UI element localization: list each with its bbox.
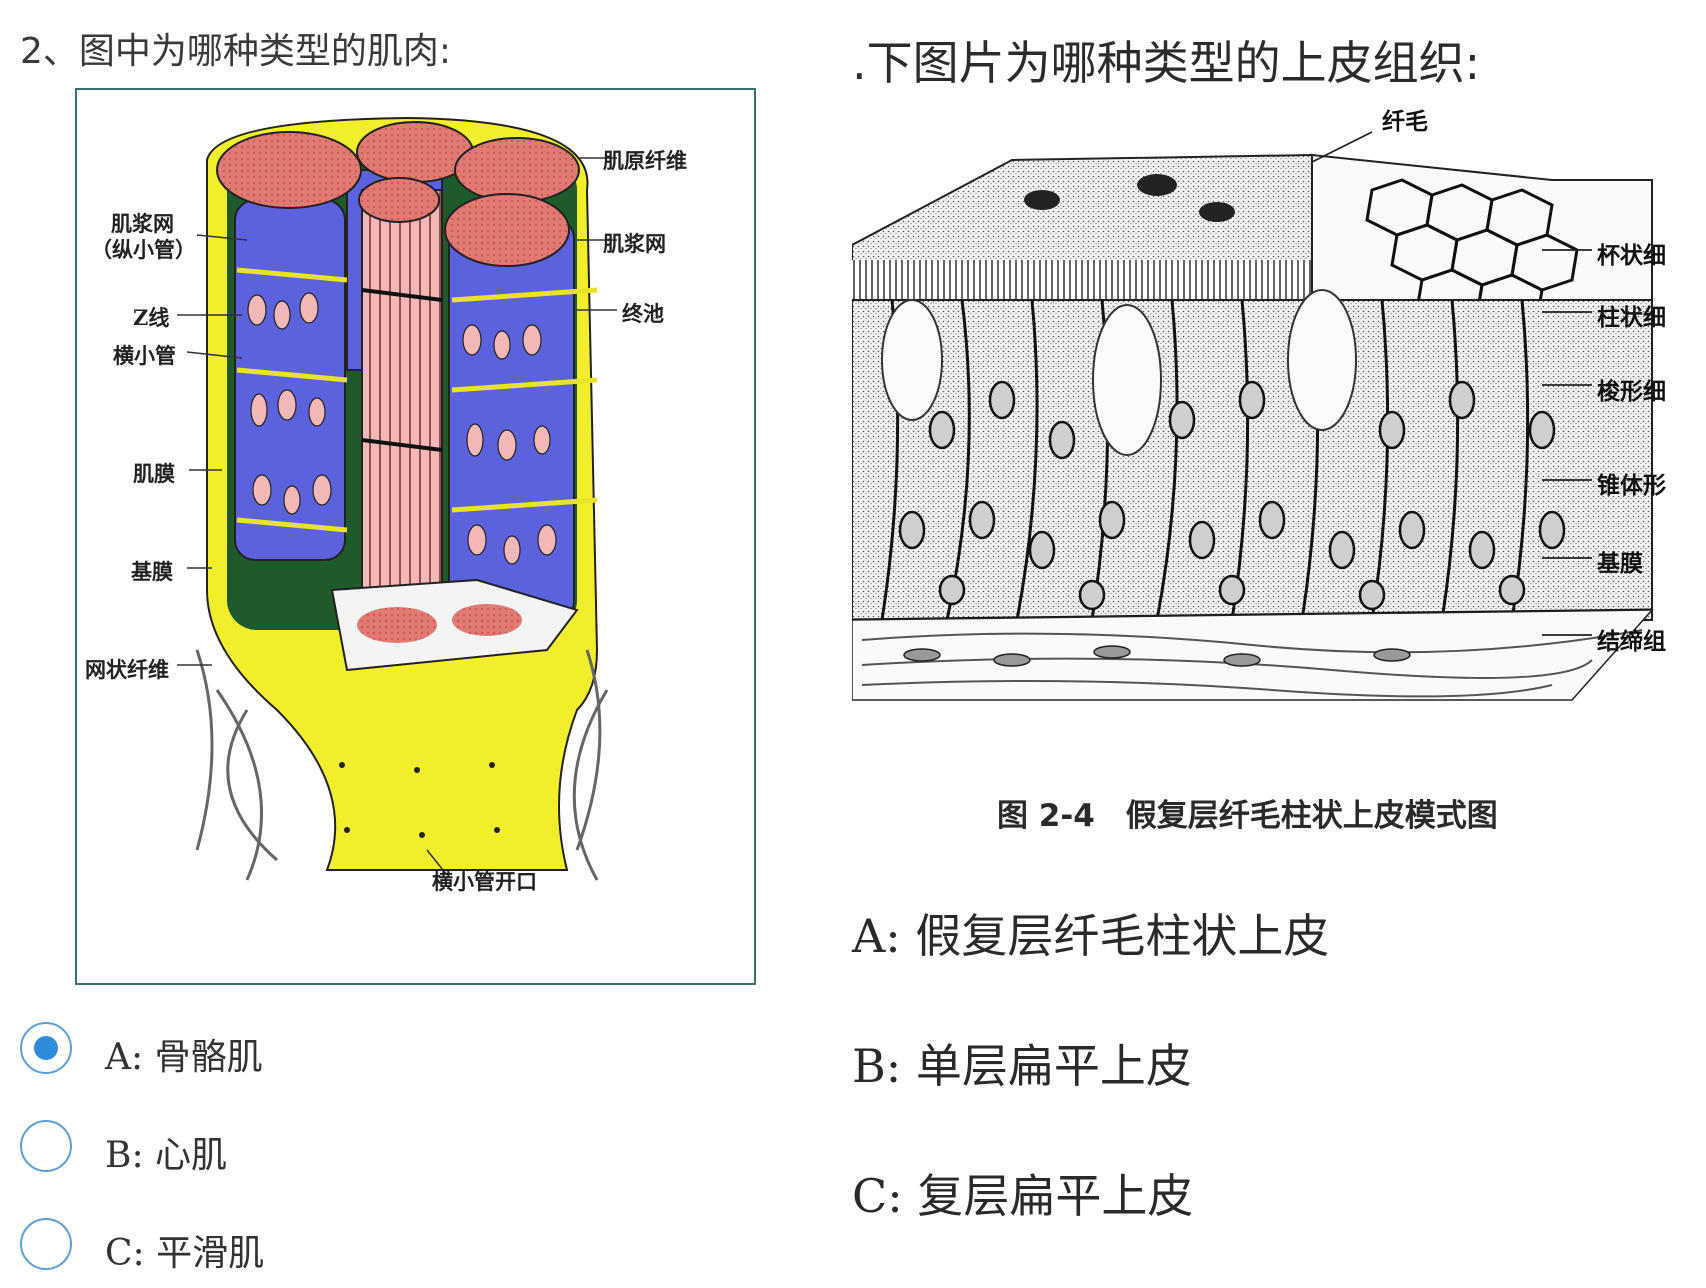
label-sarcoplasmic-reticulum: 肌浆网 (111, 211, 174, 236)
question-2-panel: 2、图中为哪种类型的肌肉: (0, 0, 852, 1280)
label-basement-membrane: 基膜 (1597, 550, 1643, 577)
pseudostratified-epithelium-diagram: 纤毛 杯状细 柱状细 梭形细 锥体形 基膜 结缔组 图 2-4 假复层纤毛柱状上… (851, 100, 1706, 840)
option-b-simple-squamous[interactable]: B: 单层扁平上皮 (852, 1030, 1412, 1100)
epithelium-question-panel: .下图片为哪种类型的上皮组织: (851, 0, 1706, 1280)
option-c-label: C: 复层扁平上皮 (852, 1169, 1194, 1223)
option-c-label: C: 平滑肌 (105, 1233, 265, 1274)
option-b-label: B: 心肌 (105, 1135, 228, 1176)
option-b-label: B: 单层扁平上皮 (852, 1039, 1192, 1093)
label-myofibril: 肌原纤维 (603, 148, 687, 173)
label-sarcoplasmic-reticulum-right: 肌浆网 (603, 231, 666, 256)
epithelium-question-title: .下图片为哪种类型的上皮组织: (852, 36, 1481, 90)
option-c-stratified-squamous[interactable]: C: 复层扁平上皮 (852, 1160, 1412, 1230)
label-terminal-cisterna: 终池 (622, 301, 664, 326)
radio-a-selected-icon[interactable] (20, 1022, 72, 1074)
label-z-line: Z线 (133, 305, 170, 330)
option-a-label: A: 骨骼肌 (105, 1037, 263, 1078)
label-connective-tissue: 结缔组 (1597, 628, 1666, 655)
label-longitudinal-tubule: （纵小管） (91, 237, 196, 262)
option-c-smooth-muscle[interactable]: C: 平滑肌 (20, 1218, 340, 1288)
skeletal-muscle-diagram: 肌原纤维 肌浆网 （纵小管） 肌浆网 终池 Z线 横小管 肌膜 基膜 网状纤维 … (75, 88, 756, 985)
option-b-cardiac-muscle[interactable]: B: 心肌 (20, 1120, 340, 1190)
label-goblet-cell: 杯状细 (1597, 242, 1666, 269)
label-columnar-cell: 柱状细 (1597, 304, 1666, 331)
label-t-tubule-opening: 横小管开口 (432, 869, 537, 894)
label-cilia: 纤毛 (1382, 108, 1428, 135)
radio-c-icon[interactable] (20, 1218, 72, 1270)
radio-b-icon[interactable] (20, 1120, 72, 1172)
option-a-pseudostratified[interactable]: A: 假复层纤毛柱状上皮 (852, 900, 1412, 970)
label-reticular-fiber: 网状纤维 (85, 657, 169, 682)
label-fusiform-cell: 梭形细 (1597, 378, 1666, 405)
label-sarcolemma: 肌膜 (133, 461, 175, 486)
muscle-diagram-graphic (177, 116, 617, 881)
epithelium-diagram-graphic (851, 131, 1654, 701)
option-a-skeletal-muscle[interactable]: A: 骨骼肌 (20, 1022, 340, 1092)
question-2-title: 2、图中为哪种类型的肌肉: (20, 31, 452, 72)
label-basement-membrane: 基膜 (131, 559, 173, 584)
label-pyramidal-cell: 锥体形 (1597, 472, 1666, 499)
option-a-label: A: 假复层纤毛柱状上皮 (852, 909, 1330, 963)
figure-caption: 图 2-4 假复层纤毛柱状上皮模式图 (997, 798, 1498, 834)
label-t-tubule: 横小管 (113, 343, 176, 368)
